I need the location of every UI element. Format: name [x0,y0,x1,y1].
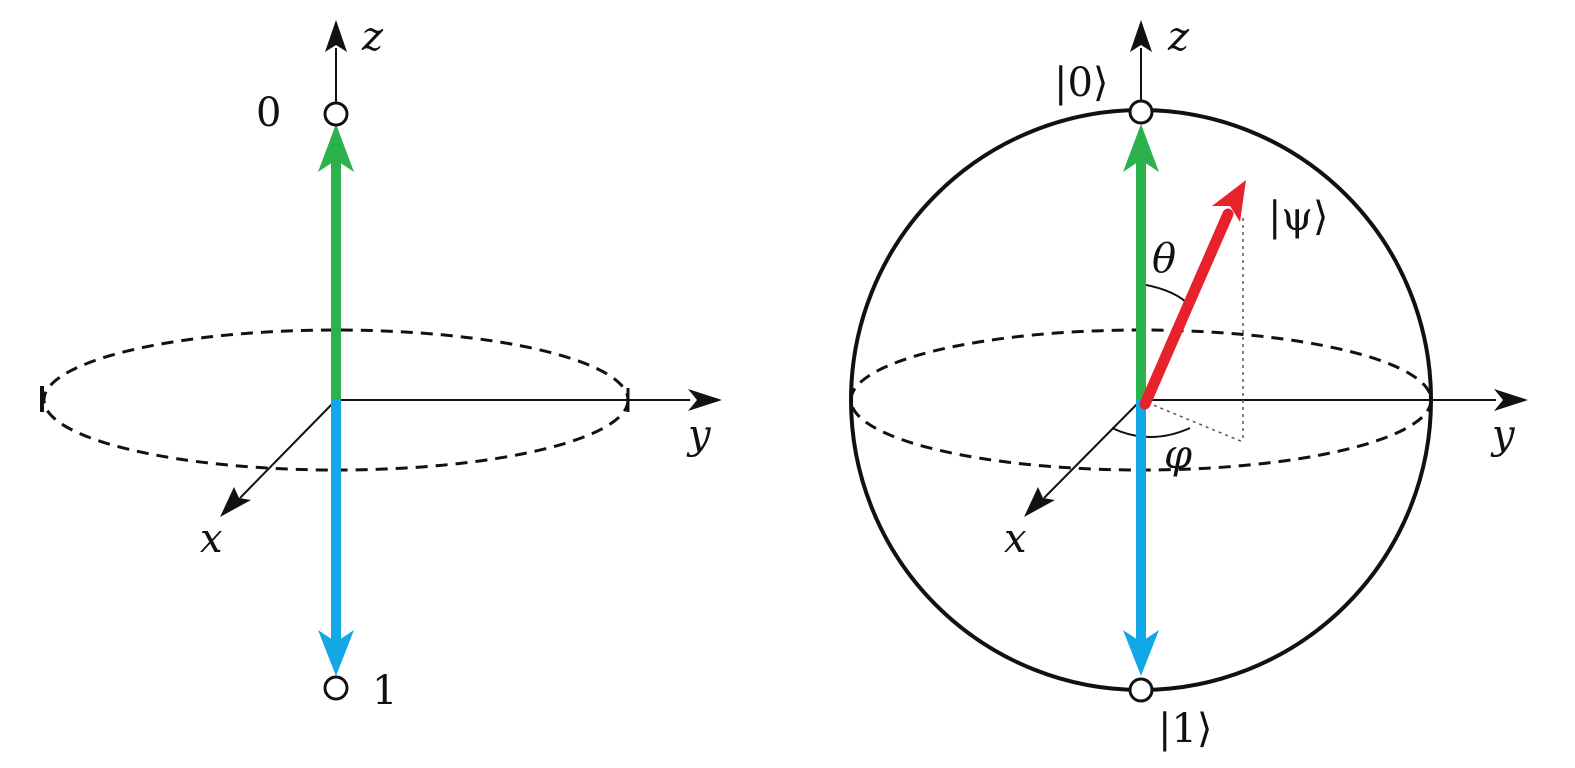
x-axis [239,399,337,499]
top-pole-node [1128,99,1154,125]
x-axis-arrowhead [220,487,251,517]
projection-horizontal [1140,399,1244,443]
y-axis-arrowhead [1494,389,1528,411]
z-axis-label: z [361,14,384,60]
ket-psi-label: |ψ⟩ [1268,194,1328,240]
phi-arc [1111,427,1191,438]
ket-zero-label: |0⟩ [1054,60,1109,106]
y-axis-label: y [686,412,712,458]
bottom-pole-node [323,675,349,701]
bottom-pole-node [1128,677,1154,703]
top-pole-node [323,101,349,127]
z-axis-label: z [1167,14,1190,60]
state-one-label: 1 [372,668,397,714]
green-up-arrowhead [318,124,354,172]
z-axis-arrowhead [1130,20,1152,52]
theta-arc [1140,283,1191,307]
green-up-arrowhead [1123,124,1159,172]
state-zero-label: 0 [256,90,281,136]
x-axis [1043,399,1142,499]
z-axis-arrowhead [325,20,347,52]
blue-down-arrowhead [1123,630,1159,676]
x-axis-label: x [1004,516,1027,562]
y-axis-label: y [1490,412,1516,458]
classical-bit-panel: z y x 0 1 [40,14,722,714]
theta-label: θ [1152,236,1176,282]
x-axis-label: x [200,516,223,562]
x-axis-arrowhead [1024,487,1055,517]
state-vector-arrowhead [1212,180,1246,222]
state-vector-arrow [1139,208,1234,410]
y-axis-arrowhead [688,389,722,411]
ket-one-label: |1⟩ [1158,706,1213,752]
phi-label: φ [1164,432,1192,478]
bloch-sphere-panel: z y x |0⟩ |1⟩ |ψ⟩ θ φ [849,14,1528,752]
blue-down-arrowhead [318,630,354,676]
